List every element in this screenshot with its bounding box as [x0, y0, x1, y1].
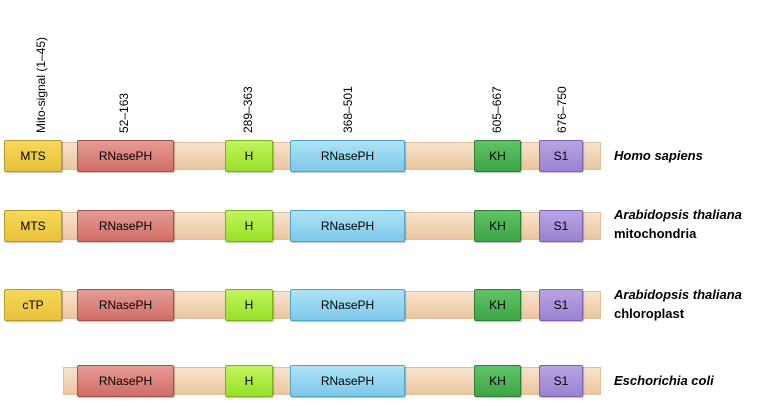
species-name: Eschorichia coli	[614, 373, 714, 388]
organelle-label: mitochondria	[614, 226, 697, 241]
s1-domain: S1	[539, 140, 583, 172]
species-label: Homo sapiens	[614, 146, 703, 165]
mts-domain: MTS	[4, 140, 62, 172]
h-domain: H	[225, 210, 273, 242]
kh-domain: KH	[474, 365, 521, 397]
rnaseph-domain-2: RNasePH	[290, 140, 405, 172]
s1-domain: S1	[539, 365, 583, 397]
rnaseph-domain-2: RNasePH	[290, 365, 405, 397]
position-label-mito-signal: Mito-signal (1–45)	[34, 36, 48, 133]
s1-domain: S1	[539, 210, 583, 242]
kh-domain: KH	[474, 210, 521, 242]
rnaseph-domain-1: RNasePH	[77, 365, 174, 397]
rnaseph-domain-2: RNasePH	[290, 289, 405, 321]
species-label: Eschorichia coli	[614, 371, 714, 390]
h-domain: H	[225, 289, 273, 321]
rnaseph-domain-1: RNasePH	[77, 210, 174, 242]
organelle-label: chloroplast	[614, 306, 685, 321]
h-domain: H	[225, 365, 273, 397]
rnaseph-domain-1: RNasePH	[77, 289, 174, 321]
ctp-domain: cTP	[4, 289, 62, 321]
position-label-rnaseph2: 368–501	[341, 86, 355, 133]
species-name: Homo sapiens	[614, 148, 703, 163]
kh-domain: KH	[474, 289, 521, 321]
kh-domain: KH	[474, 140, 521, 172]
position-label-s1: 676–750	[555, 86, 569, 133]
species-name: Arabidopsis thaliana	[614, 207, 742, 222]
species-label: Arabidopsis thaliana chloroplast	[614, 285, 742, 323]
h-domain: H	[225, 140, 273, 172]
position-label-rnaseph1: 52–163	[117, 92, 131, 133]
mts-domain: MTS	[4, 210, 62, 242]
position-label-h: 289–363	[241, 86, 255, 133]
species-name: Arabidopsis thaliana	[614, 287, 742, 302]
species-label: Arabidopsis thaliana mitochondria	[614, 205, 742, 243]
position-label-kh: 605–667	[490, 86, 504, 133]
rnaseph-domain-2: RNasePH	[290, 210, 405, 242]
rnaseph-domain-1: RNasePH	[77, 140, 174, 172]
s1-domain: S1	[539, 289, 583, 321]
